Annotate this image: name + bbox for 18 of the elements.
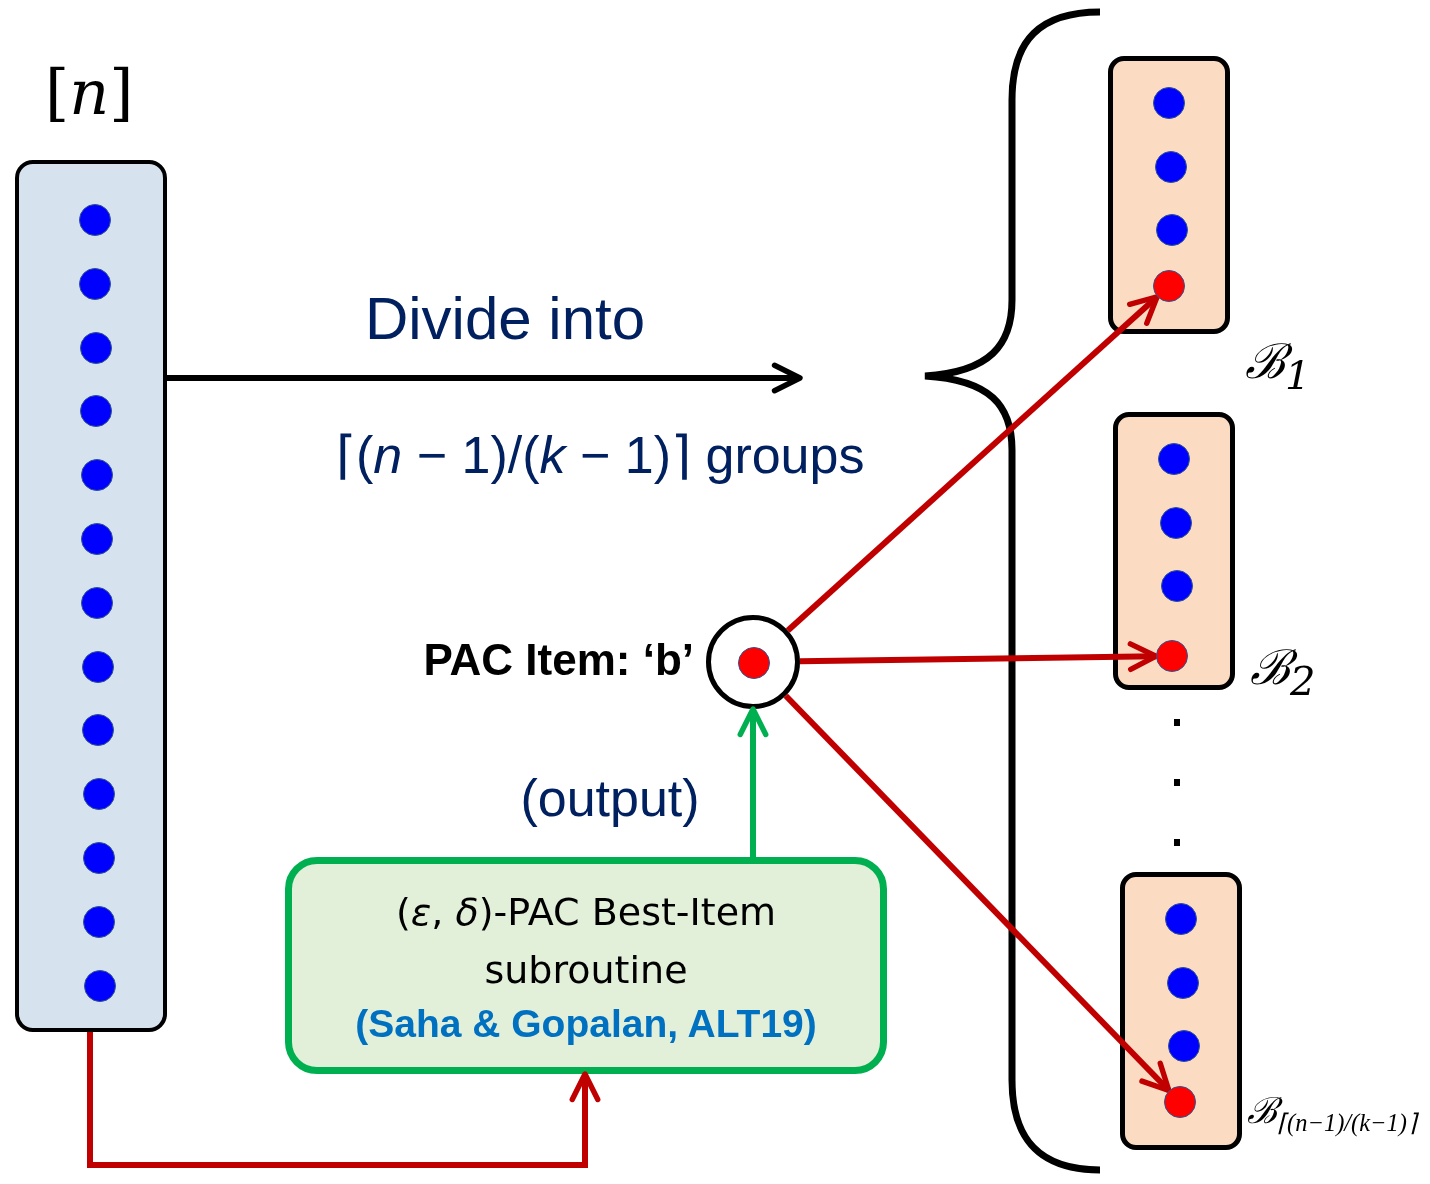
- arrow: [783, 693, 1172, 1094]
- arrow: [799, 641, 1159, 673]
- citation-text: (Saha & Gopalan, ALT19): [354, 1000, 818, 1047]
- highlighted-item-dot: [1156, 640, 1188, 672]
- group-label: ℬ$_{1}$: [1245, 332, 1311, 398]
- item-label: PAC Item: ‘b’: [423, 635, 694, 685]
- group-count-label: ⌈(n − 1)/(k − 1)⌉ groups: [336, 425, 865, 485]
- arrow: [737, 706, 769, 857]
- arrow: [167, 362, 803, 394]
- arrow: [785, 294, 1160, 633]
- highlighted-item-dot: [1164, 1086, 1196, 1118]
- set-label: [n]: [45, 56, 134, 129]
- group-label: ℬ$_{⌈(n−1)/(k−1)⌉}$: [1247, 1090, 1417, 1138]
- highlighted-item-dot: [1153, 270, 1185, 302]
- arrow: [87, 1032, 601, 1168]
- subroutine-title: (ε, δ)-PAC Best-Item subroutine: [394, 888, 778, 994]
- group-label: ℬ$_{2}$: [1250, 638, 1316, 704]
- subroutine-box: [285, 857, 887, 1074]
